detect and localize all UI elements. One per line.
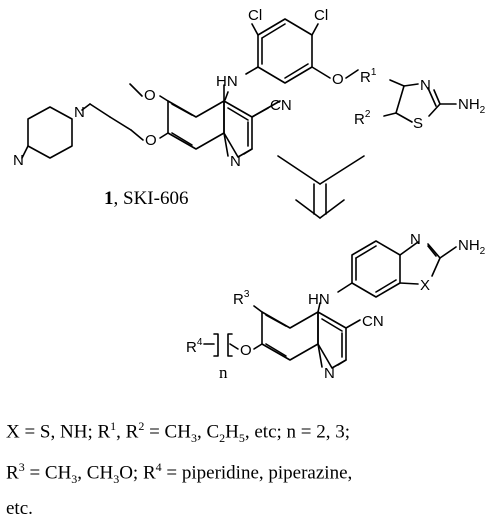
product-nitrile-cn-label: CN xyxy=(362,313,384,330)
chain-length-index: n xyxy=(219,363,228,382)
convergent-synthesis-arrow xyxy=(277,155,365,219)
piperazine-nitrogen-2: N xyxy=(13,152,24,169)
product-quinoline-benzo-ring xyxy=(261,311,319,361)
aminothiazole-structure xyxy=(383,79,457,123)
r3-substituent: R3 xyxy=(233,289,250,308)
caption-line-3: etc. xyxy=(6,498,33,520)
thiazole-nitrogen: N xyxy=(420,77,431,94)
chlorine-atom-right: Cl xyxy=(314,7,328,24)
quinoline-benzo-ring xyxy=(167,100,225,150)
nitrile-cn-label: CN xyxy=(270,97,292,114)
methoxy-oxygen-aniline: O xyxy=(332,71,344,88)
r2-substituent: R2 xyxy=(354,109,371,128)
caption-line-2: R3 = CH3, CH3O; R4 = piperidine, piperaz… xyxy=(6,460,353,487)
aniline-ring xyxy=(257,18,313,84)
ether-oxygen: O xyxy=(145,132,157,149)
product-ring-nitrogen: N xyxy=(410,231,421,248)
r4-substituent: R4 xyxy=(186,337,203,356)
piperazine-nitrogen-1: N xyxy=(74,104,85,121)
quinoline-nitrogen: N xyxy=(230,153,241,170)
piperazine-ring xyxy=(27,106,73,159)
substituent-definitions: X = S, NH; R1, R2 = CH3, C2H5, etc; n = … xyxy=(6,412,502,523)
product-ether-oxygen: O xyxy=(240,342,252,359)
reaction-scheme: Cl Cl O HN CN N O O N N 1, SKI-606 R1 R2… xyxy=(13,7,486,382)
thiazole-amino-group: NH2 xyxy=(458,96,486,116)
methoxy-oxygen-quinoline: O xyxy=(144,87,156,104)
product-amino-group: NH2 xyxy=(458,237,486,257)
product-x-heteroatom: X xyxy=(420,277,430,294)
product-benzo-ring xyxy=(351,240,401,298)
chlorine-atom-top: Cl xyxy=(248,7,262,24)
thiazole-sulfur: S xyxy=(413,115,423,132)
compound-1-label: 1, SKI-606 xyxy=(104,188,188,209)
caption-line-1: X = S, NH; R1, R2 = CH3, C2H5, etc; n = … xyxy=(6,419,351,446)
r1-substituent: R1 xyxy=(360,67,377,86)
amine-hn-label: HN xyxy=(216,73,238,90)
product-structure xyxy=(203,240,457,369)
product-amine-hn-label: HN xyxy=(308,291,330,308)
compound-1-structure xyxy=(21,18,359,159)
product-quinoline-nitrogen: N xyxy=(324,365,335,382)
